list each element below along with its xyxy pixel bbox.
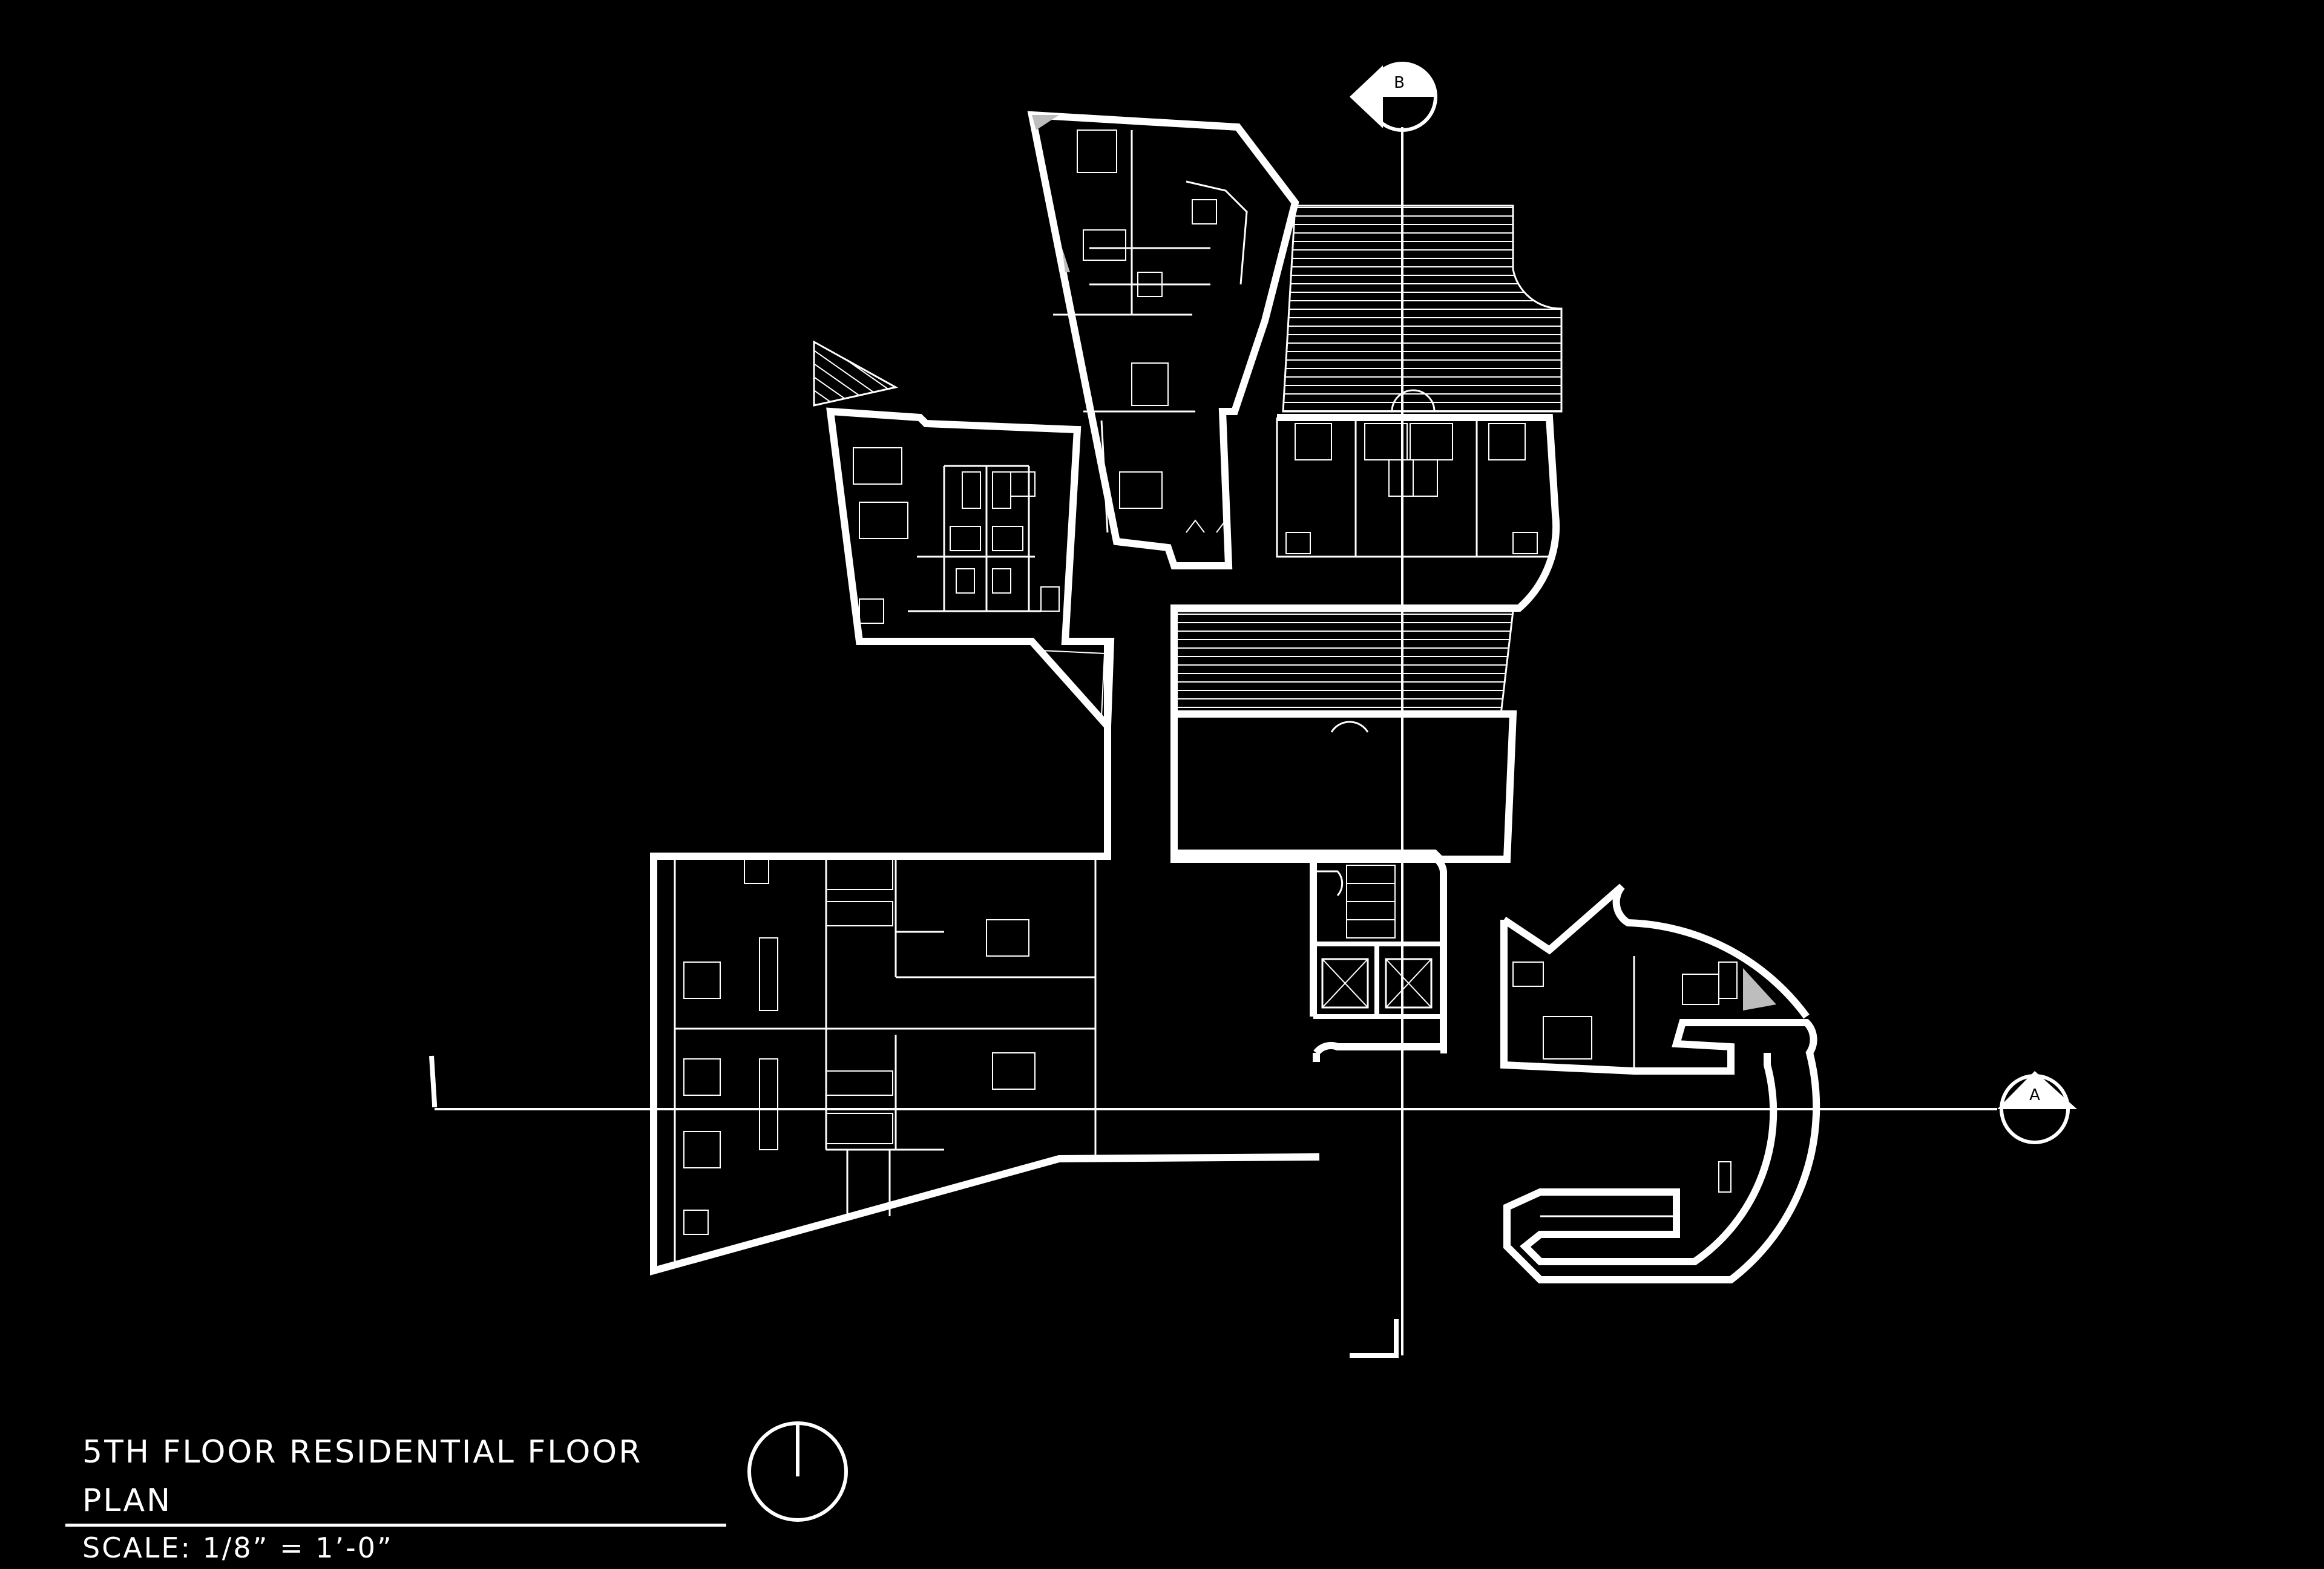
section-marker-a-label: A (2029, 1086, 2040, 1104)
plan-title: 5TH FLOOR RESIDENTIAL FLOOR PLAN (82, 1434, 643, 1519)
title-divider (65, 1524, 726, 1527)
section-marker-b-label: B (1394, 74, 1405, 92)
corridor-terrace (1173, 610, 1514, 733)
north-arrow-icon (747, 1421, 848, 1522)
right-wing (1500, 883, 1820, 1283)
section-marker-b: B (1350, 62, 1437, 132)
lower-left-wing (650, 641, 1443, 1276)
title-block: 5TH FLOOR RESIDENTIAL FLOOR PLAN SCALE: … (65, 1428, 731, 1569)
plan-scale: SCALE: 1/8” = 1’-0” (82, 1531, 393, 1564)
upper-middle-wing (1027, 111, 1299, 569)
stair-elevator-core (1310, 853, 1447, 1062)
upper-left-wing (813, 340, 1115, 736)
section-marker-a: A (1997, 1071, 2077, 1144)
section-line-a (429, 1055, 1997, 1110)
upper-right-wing (1170, 205, 1563, 863)
